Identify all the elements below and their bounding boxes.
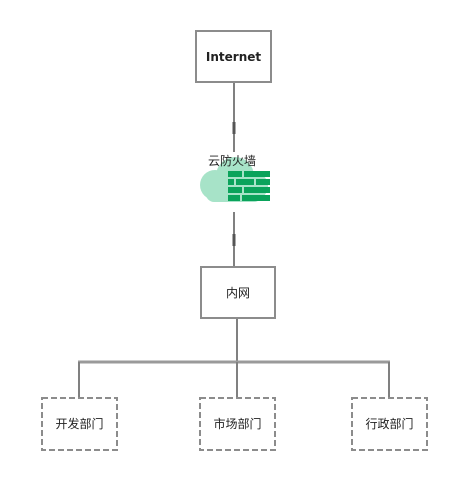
firewall-label: 云防火墙	[208, 153, 256, 168]
dept-market-node: 市场部门	[199, 397, 276, 451]
dept-admin-label: 行政部门	[365, 416, 413, 431]
intranet-node: 内网	[200, 266, 276, 319]
internet-label: Internet	[206, 50, 261, 64]
dept-dev-node: 开发部门	[41, 397, 118, 451]
intranet-label: 内网	[226, 286, 250, 300]
cloud-firewall-icon	[200, 157, 270, 202]
dept-dev-label: 开发部门	[55, 416, 103, 431]
internet-node: Internet	[195, 30, 272, 83]
cloud-firewall-node: 云防火墙	[200, 153, 270, 202]
dept-admin-node: 行政部门	[351, 397, 428, 451]
connectors	[78, 82, 390, 397]
dept-market-label: 市场部门	[213, 416, 261, 431]
